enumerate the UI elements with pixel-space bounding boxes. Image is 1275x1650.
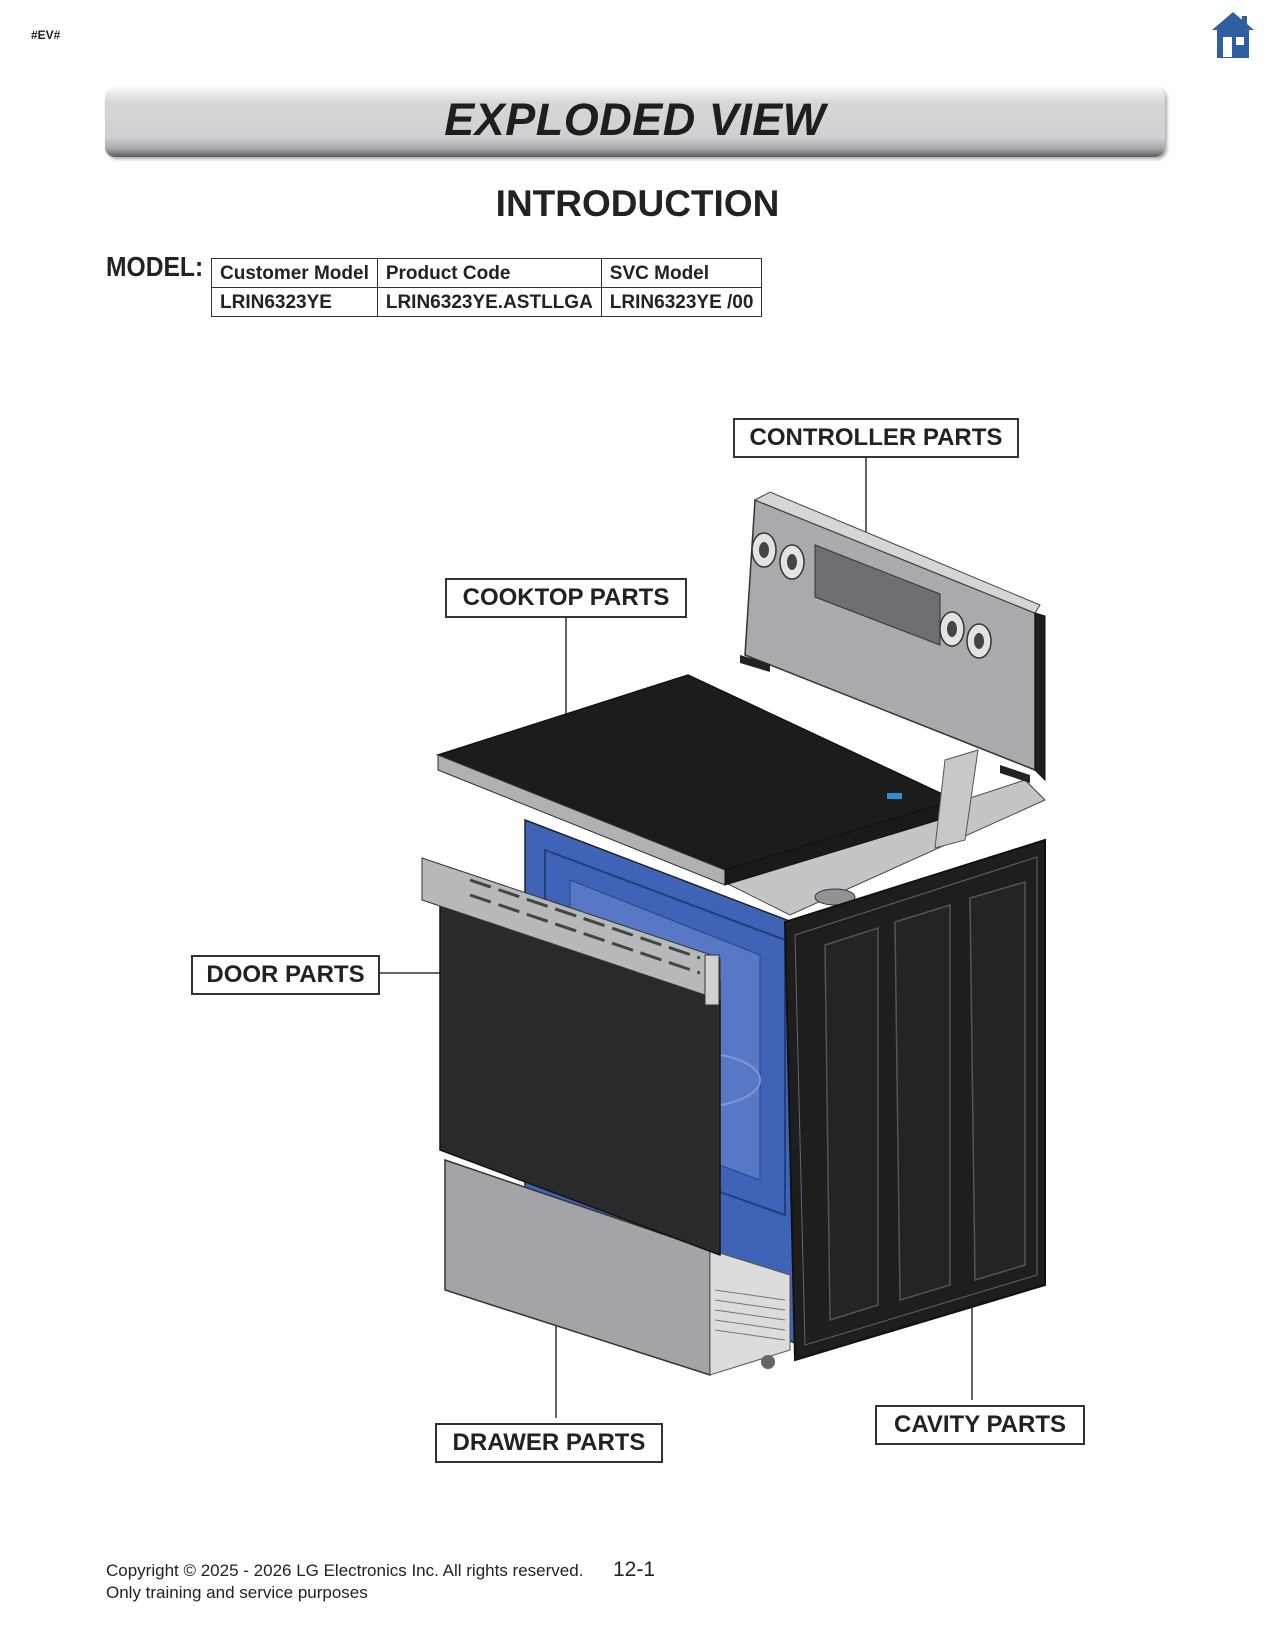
callout-cooktop-parts[interactable]: COOKTOP PARTS: [445, 578, 687, 618]
page-number: 12-1: [613, 1558, 656, 1581]
side-panel: [783, 838, 1046, 1362]
model-table: Customer Model Product Code SVC Model LR…: [211, 258, 763, 317]
model-table-header-row: Customer Model Product Code SVC Model: [211, 258, 763, 288]
header-svc-model: SVC Model: [600, 258, 763, 288]
door: [421, 857, 721, 1257]
footer-copyright: Copyright © 2025 - 2026 LG Electronics I…: [106, 1560, 583, 1604]
callout-door-parts[interactable]: DOOR PARTS: [191, 955, 380, 995]
value-customer-model: LRIN6323YE: [211, 287, 378, 317]
banner-title: EXPLODED VIEW: [444, 94, 826, 145]
header-customer-model: Customer Model: [211, 258, 378, 288]
control-panel: [740, 491, 1046, 783]
home-icon[interactable]: [1211, 10, 1255, 60]
callout-controller-parts[interactable]: CONTROLLER PARTS: [733, 418, 1019, 458]
title-banner: EXPLODED VIEW: [105, 87, 1165, 157]
value-product-code: LRIN6323YE.ASTLLGA: [376, 287, 602, 317]
page-tag: #EV#: [31, 28, 61, 42]
callout-drawer-parts[interactable]: DRAWER PARTS: [435, 1423, 663, 1463]
value-svc-model: LRIN6323YE /00: [600, 287, 763, 317]
drawer: [444, 1158, 791, 1377]
copyright-text: Copyright © 2025 - 2026 LG Electronics I…: [106, 1561, 584, 1580]
usage-note: Only training and service purposes: [106, 1583, 368, 1602]
model-table-value-row: LRIN6323YE LRIN6323YE.ASTLLGA LRIN6323YE…: [211, 287, 763, 317]
cooktop: [435, 674, 979, 886]
model-label: MODEL:: [106, 251, 204, 282]
section-title: INTRODUCTION: [495, 183, 780, 224]
callout-cavity-parts[interactable]: CAVITY PARTS: [875, 1405, 1085, 1445]
